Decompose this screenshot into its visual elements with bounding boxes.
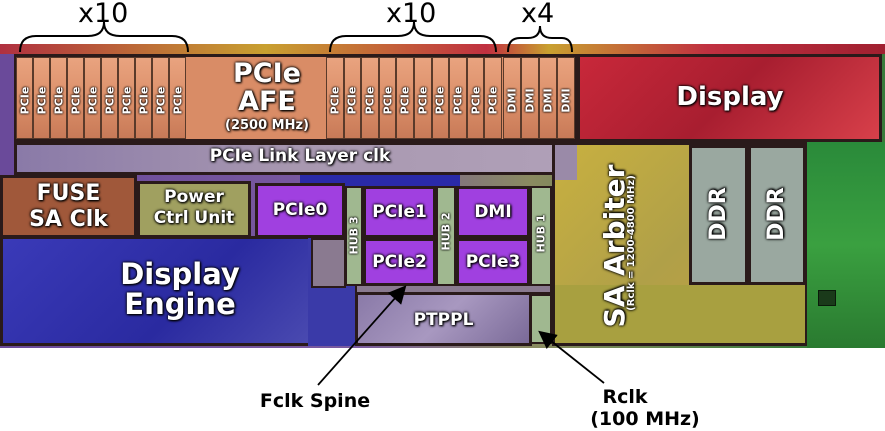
hub3-block — [345, 186, 363, 286]
power-label-line1: Power — [164, 187, 224, 207]
afe-lane-mid-10 — [484, 57, 502, 139]
pcie-link-layer-block — [14, 142, 577, 175]
afe-lane-mid-1-label: PCIe — [328, 86, 342, 115]
pcie3-label: PCIe3 — [465, 252, 521, 272]
afe-lane-left-6-label: PCIe — [103, 86, 116, 115]
afe-lane-mid-2-label: PCIe — [345, 86, 359, 115]
afe-lane-dmi-1-label: DMI — [505, 88, 519, 113]
afe-lane-dmi-3 — [539, 57, 557, 139]
afe-lane-left-3 — [50, 57, 67, 139]
fuse-sa-clk-block — [0, 175, 137, 238]
afe-lane-left-4-label: PCIe — [69, 86, 82, 115]
pcie1-label: PCIe1 — [372, 202, 427, 222]
fclk-spine-annotation: Fclk Spine — [259, 390, 371, 412]
arbiter-left-patch — [555, 145, 577, 180]
afe-lane-mid-2 — [343, 57, 362, 139]
afe-title-line1: PCIe — [233, 58, 301, 89]
afe-lane-dmi-1 — [503, 57, 521, 139]
afe-lane-left-5 — [84, 57, 101, 139]
ddr-block-1 — [689, 145, 748, 285]
afe-lane-left-1 — [16, 57, 33, 139]
multiplier-left: x10 — [78, 0, 129, 29]
afe-lane-mid-1 — [326, 57, 344, 139]
afe-lane-left-8 — [135, 57, 152, 139]
green-chip — [818, 290, 836, 306]
power-label-line2: Ctrl Unit — [153, 208, 235, 228]
afe-lane-dmi-4 — [557, 57, 575, 139]
power-ctrl-unit-block — [137, 181, 251, 238]
afe-title-line2: AFE — [238, 86, 296, 117]
afe-lane-mid-4 — [378, 57, 397, 139]
afe-lane-left-5-label: PCIe — [86, 86, 99, 115]
afe-lane-left-1-label: PCIe — [18, 86, 31, 115]
rclk-annotation-line1: Rclk — [602, 386, 648, 408]
brace-left — [19, 21, 573, 53]
multiplier-middle: x10 — [386, 0, 437, 29]
afe-lane-dmi-4-label: DMI — [559, 88, 573, 113]
ptppl-label: PTPPL — [413, 310, 474, 330]
ddr-block-2 — [748, 145, 806, 285]
fuse-label-line2: SA Clk — [29, 207, 108, 232]
afe-lane-mid-5 — [396, 57, 414, 139]
afe-lane-left-8-label: PCIe — [137, 86, 150, 115]
pcie0-block — [255, 183, 345, 238]
afe-lane-left-6 — [101, 57, 118, 139]
afe-lane-dmi-2-label: DMI — [523, 88, 537, 113]
afe-lane-dmi-3-label: DMI — [541, 88, 555, 113]
rclk-annotation-line2: (100 MHz) — [590, 408, 700, 430]
multiplier-right: x4 — [521, 0, 555, 29]
afe-lane-left-7 — [118, 57, 135, 139]
display-engine-line2: Engine — [124, 287, 236, 321]
afe-lane-mid-4-label: PCIe — [381, 86, 395, 115]
arbiter-lower-patch — [555, 285, 805, 343]
afe-lane-left-2-label: PCIe — [35, 86, 48, 115]
afe-lane-mid-10-label: PCIe — [486, 86, 500, 115]
pcie1-block — [363, 186, 436, 238]
fuse-label-line1: FUSE — [36, 181, 101, 206]
afe-frequency: (2500 MHz) — [225, 118, 309, 133]
display-block — [577, 54, 882, 142]
afe-lane-mid-3-label: PCIe — [363, 86, 377, 115]
green-region — [807, 142, 885, 348]
display-label: Display — [676, 82, 784, 112]
afe-lane-left-10 — [169, 57, 186, 139]
pcie-link-layer-label: PCIe Link Layer clk — [209, 146, 391, 166]
afe-lane-mid-9-label: PCIe — [469, 86, 483, 115]
dmi-label: DMI — [474, 202, 512, 222]
afe-lane-left-9 — [152, 57, 169, 139]
afe-lane-left-4 — [67, 57, 84, 139]
pcie3-block — [456, 238, 530, 286]
afe-lane-left-9-label: PCIe — [154, 86, 167, 115]
display-engine-block — [0, 236, 311, 346]
pcie0-label: PCIe0 — [272, 200, 328, 220]
afe-lane-mid-9 — [466, 57, 485, 139]
afe-lane-mid-6-label: PCIe — [416, 86, 430, 115]
afe-lane-mid-5-label: PCIe — [398, 86, 412, 115]
pcie2-label: PCIe2 — [372, 252, 427, 272]
afe-lane-left-7-label: PCIe — [120, 86, 133, 115]
afe-lane-mid-3 — [361, 57, 379, 139]
afe-lane-mid-8-label: PCIe — [451, 86, 465, 115]
afe-lane-mid-7 — [431, 57, 450, 139]
dmi-block — [456, 186, 530, 238]
die-top-strip — [0, 44, 885, 54]
ptppl-block — [355, 292, 532, 346]
afe-lane-mid-7-label: PCIe — [433, 86, 447, 115]
afe-lane-left-10-label: PCIe — [171, 86, 184, 115]
afe-lane-mid-6 — [414, 57, 432, 139]
display-engine-line1: Display — [120, 257, 240, 291]
afe-lane-left-3-label: PCIe — [52, 86, 65, 115]
afe-lane-dmi-2 — [521, 57, 539, 139]
afe-lane-mid-8 — [449, 57, 467, 139]
afe-lane-left-2 — [33, 57, 50, 139]
